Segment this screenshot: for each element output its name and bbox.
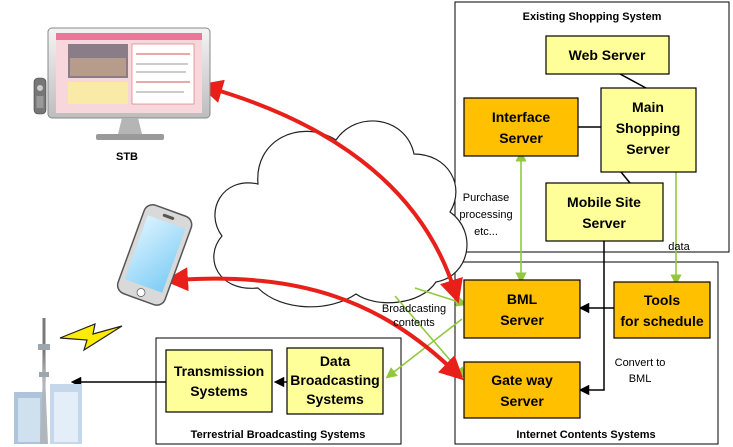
data-broadcasting-systems-box: Data Broadcasting Systems bbox=[286, 347, 384, 415]
gateway-server-box: Gate way Server bbox=[463, 361, 581, 419]
mobile-site-label-2: Server bbox=[582, 215, 626, 231]
broadcasting-contents-note: Broadcasting contents bbox=[382, 303, 446, 329]
data-note: data bbox=[668, 241, 690, 253]
stb-label: STB bbox=[116, 151, 138, 163]
main-shopping-label-1: Main bbox=[632, 99, 664, 115]
web-main-connector bbox=[619, 73, 647, 89]
interface-server-label-1: Interface bbox=[492, 109, 551, 125]
remote-control-icon bbox=[33, 77, 47, 115]
tools-for-schedule-box: Tools for schedule bbox=[613, 281, 711, 339]
data-broadcasting-label-1: Data bbox=[320, 353, 351, 369]
gateway-label-2: Server bbox=[500, 393, 544, 409]
bml-server-box: BML Server bbox=[463, 279, 581, 339]
terrestrial-broadcasting-systems-title: Terrestrial Broadcasting Systems bbox=[191, 429, 366, 441]
stb-bml-red-arrow bbox=[198, 79, 463, 304]
internet-contents-systems-title: Internet Contents Systems bbox=[516, 429, 655, 441]
broadcasting-contents-1: Broadcasting bbox=[382, 303, 446, 315]
broadcast-tower-icon bbox=[14, 318, 82, 444]
mobile-to-gateway-arrow bbox=[578, 241, 605, 396]
interface-server-box: Interface Server bbox=[463, 97, 579, 157]
interface-server-label-2: Server bbox=[499, 130, 543, 146]
phone-gateway-red-arrow bbox=[164, 267, 464, 381]
existing-shopping-system-title: Existing Shopping System bbox=[523, 11, 662, 23]
convert-note-2: BML bbox=[629, 373, 652, 385]
purchase-processing-note: Purchase processing etc... bbox=[459, 192, 512, 238]
data-broadcasting-label-3: Systems bbox=[306, 391, 364, 407]
web-server-label: Web Server bbox=[569, 47, 646, 63]
tools-label-1: Tools bbox=[644, 292, 681, 308]
gateway-label-1: Gate way bbox=[491, 372, 553, 388]
transmission-label-2: Systems bbox=[190, 383, 248, 399]
lightning-bolt-icon bbox=[59, 323, 123, 352]
purchase-note-3: etc... bbox=[474, 226, 498, 238]
main-shopping-label-2: Shopping bbox=[616, 120, 681, 136]
bml-server-label-1: BML bbox=[507, 291, 538, 307]
convert-to-bml-note: Convert to BML bbox=[615, 357, 666, 385]
transmission-label-1: Transmission bbox=[174, 363, 264, 379]
mobile-main-connector bbox=[620, 171, 631, 184]
bml-server-label-2: Server bbox=[500, 312, 544, 328]
transmission-systems-box: Transmission Systems bbox=[165, 349, 273, 413]
tools-label-2: for schedule bbox=[620, 313, 703, 329]
purchase-note-2: processing bbox=[459, 209, 512, 221]
purchase-note-1: Purchase bbox=[463, 192, 509, 204]
data-broadcasting-label-2: Broadcasting bbox=[290, 372, 379, 388]
smartphone-icon bbox=[116, 204, 193, 306]
broadcasting-contents-2: contents bbox=[393, 317, 435, 329]
tv-monitor-icon bbox=[47, 27, 211, 140]
convert-note-1: Convert to bbox=[615, 357, 666, 369]
web-server-box: Web Server bbox=[545, 35, 670, 75]
mobile-site-server-box: Mobile Site Server bbox=[545, 182, 664, 242]
main-shopping-server-box: Main Shopping Server bbox=[600, 87, 697, 173]
main-shopping-label-3: Server bbox=[626, 141, 670, 157]
mobile-site-label-1: Mobile Site bbox=[567, 194, 641, 210]
